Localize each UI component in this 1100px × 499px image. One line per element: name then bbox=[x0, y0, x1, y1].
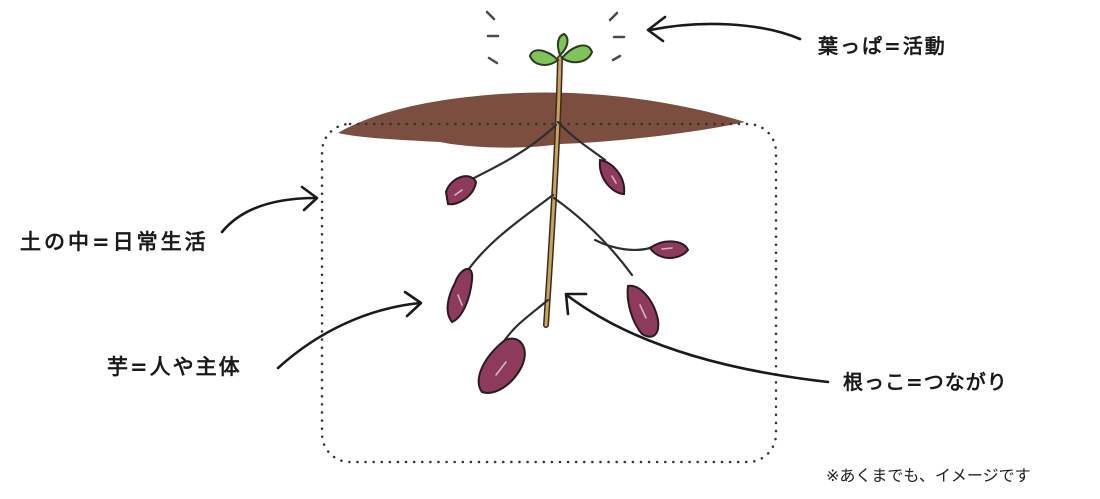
label-root: 根っこ=つながり bbox=[843, 372, 1008, 392]
arrow-icon bbox=[650, 24, 800, 39]
label-leaf: 葉っぱ=活動 bbox=[818, 36, 947, 56]
arrow-icon bbox=[278, 303, 420, 368]
soil-mound bbox=[338, 93, 745, 148]
arrow-icon bbox=[568, 296, 828, 382]
potatoes bbox=[446, 160, 688, 393]
arrow-icon bbox=[222, 198, 316, 232]
potato bbox=[479, 339, 525, 393]
sparkle-marks bbox=[487, 12, 624, 63]
label-soil: 土の中=日常生活 bbox=[20, 232, 209, 253]
footnote: ※あくまでも、イメージです bbox=[826, 468, 1031, 484]
potato bbox=[448, 269, 473, 322]
label-imo: 芋=人や主体 bbox=[107, 357, 242, 378]
arrows bbox=[222, 17, 828, 382]
potato bbox=[650, 241, 688, 258]
